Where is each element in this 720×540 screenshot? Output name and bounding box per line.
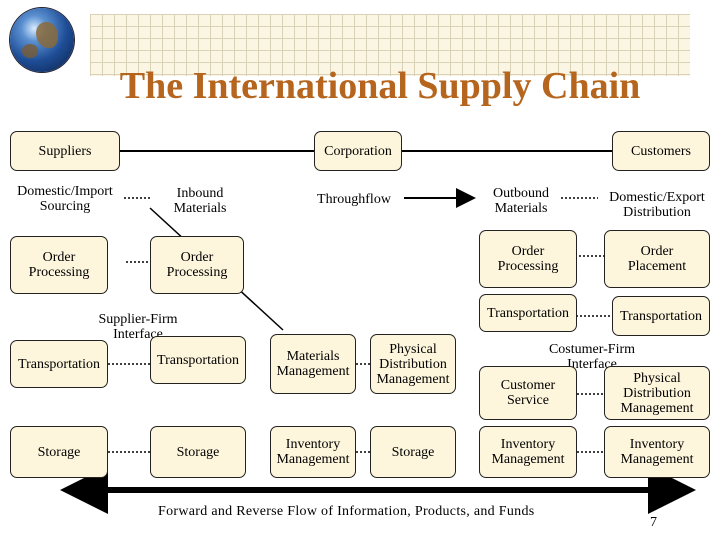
transportation-label-3: Transportation bbox=[487, 305, 569, 321]
transportation-label-1: Transportation bbox=[18, 356, 100, 372]
storage-label-1: Storage bbox=[37, 444, 81, 460]
flow-caption: Forward and Reverse Flow of Information,… bbox=[158, 504, 535, 519]
outbound-materials-label: Outbound Materials bbox=[493, 186, 549, 216]
throughflow-label: Throughflow bbox=[317, 192, 391, 207]
order-placement-label: Order Placement bbox=[627, 244, 687, 274]
inbound-materials-label: Inbound Materials bbox=[173, 186, 227, 216]
inventory-management-label-2: Inventory Management bbox=[491, 437, 565, 467]
storage-label-2: Storage bbox=[176, 444, 220, 460]
order-placement-box: Order Placement bbox=[604, 230, 710, 288]
domestic-export-distribution-label: Domestic/Export Distribution bbox=[609, 190, 705, 220]
inventory-management-box-1: Inventory Management bbox=[270, 426, 356, 478]
domestic-import-sourcing-label: Domestic/Import Sourcing bbox=[17, 184, 113, 214]
transportation-box-2: Transportation bbox=[150, 336, 246, 384]
physical-distribution-management-label: Physical Distribution Management bbox=[376, 341, 450, 387]
materials-management-box: Materials Management bbox=[270, 334, 356, 394]
storage-box-1: Storage bbox=[10, 426, 108, 478]
physical-distribution-management-right-label: Physical Distribution Management bbox=[620, 370, 694, 416]
customers-label: Customers bbox=[631, 143, 691, 159]
order-processing-left-box: Order Processing bbox=[10, 236, 108, 294]
transportation-box-3: Transportation bbox=[479, 294, 577, 332]
order-processing-right-box: Order Processing bbox=[479, 230, 577, 288]
suppliers-box: Suppliers bbox=[10, 131, 120, 171]
transportation-box-1: Transportation bbox=[10, 340, 108, 388]
page-number: 7 bbox=[650, 515, 657, 530]
physical-distribution-management-box: Physical Distribution Management bbox=[370, 334, 456, 394]
transportation-box-4: Transportation bbox=[612, 296, 710, 336]
materials-management-label: Materials Management bbox=[276, 349, 350, 379]
order-processing-left-label: Order Processing bbox=[28, 250, 90, 280]
suppliers-label: Suppliers bbox=[38, 143, 92, 159]
order-processing-right-label: Order Processing bbox=[497, 244, 559, 274]
inventory-management-box-2: Inventory Management bbox=[479, 426, 577, 478]
order-processing-mid-box: Order Processing bbox=[150, 236, 244, 294]
transportation-label-2: Transportation bbox=[157, 352, 239, 368]
storage-box-3: Storage bbox=[370, 426, 456, 478]
customer-service-box: Customer Service bbox=[479, 366, 577, 420]
order-processing-mid-label: Order Processing bbox=[166, 250, 228, 280]
transportation-label-4: Transportation bbox=[620, 308, 702, 324]
storage-label-3: Storage bbox=[391, 444, 435, 460]
customers-box: Customers bbox=[612, 131, 710, 171]
inventory-management-label-3: Inventory Management bbox=[620, 437, 694, 467]
inventory-management-label-1: Inventory Management bbox=[276, 437, 350, 467]
storage-box-2: Storage bbox=[150, 426, 246, 478]
decorative-grid-strip bbox=[90, 14, 690, 76]
customer-service-label: Customer Service bbox=[500, 378, 556, 408]
corporation-box: Corporation bbox=[314, 131, 402, 171]
inventory-management-box-3: Inventory Management bbox=[604, 426, 710, 478]
physical-distribution-management-right-box: Physical Distribution Management bbox=[604, 366, 710, 420]
globe-icon bbox=[10, 8, 74, 72]
page-title: The International Supply Chain bbox=[119, 65, 641, 107]
corporation-label: Corporation bbox=[324, 143, 392, 159]
